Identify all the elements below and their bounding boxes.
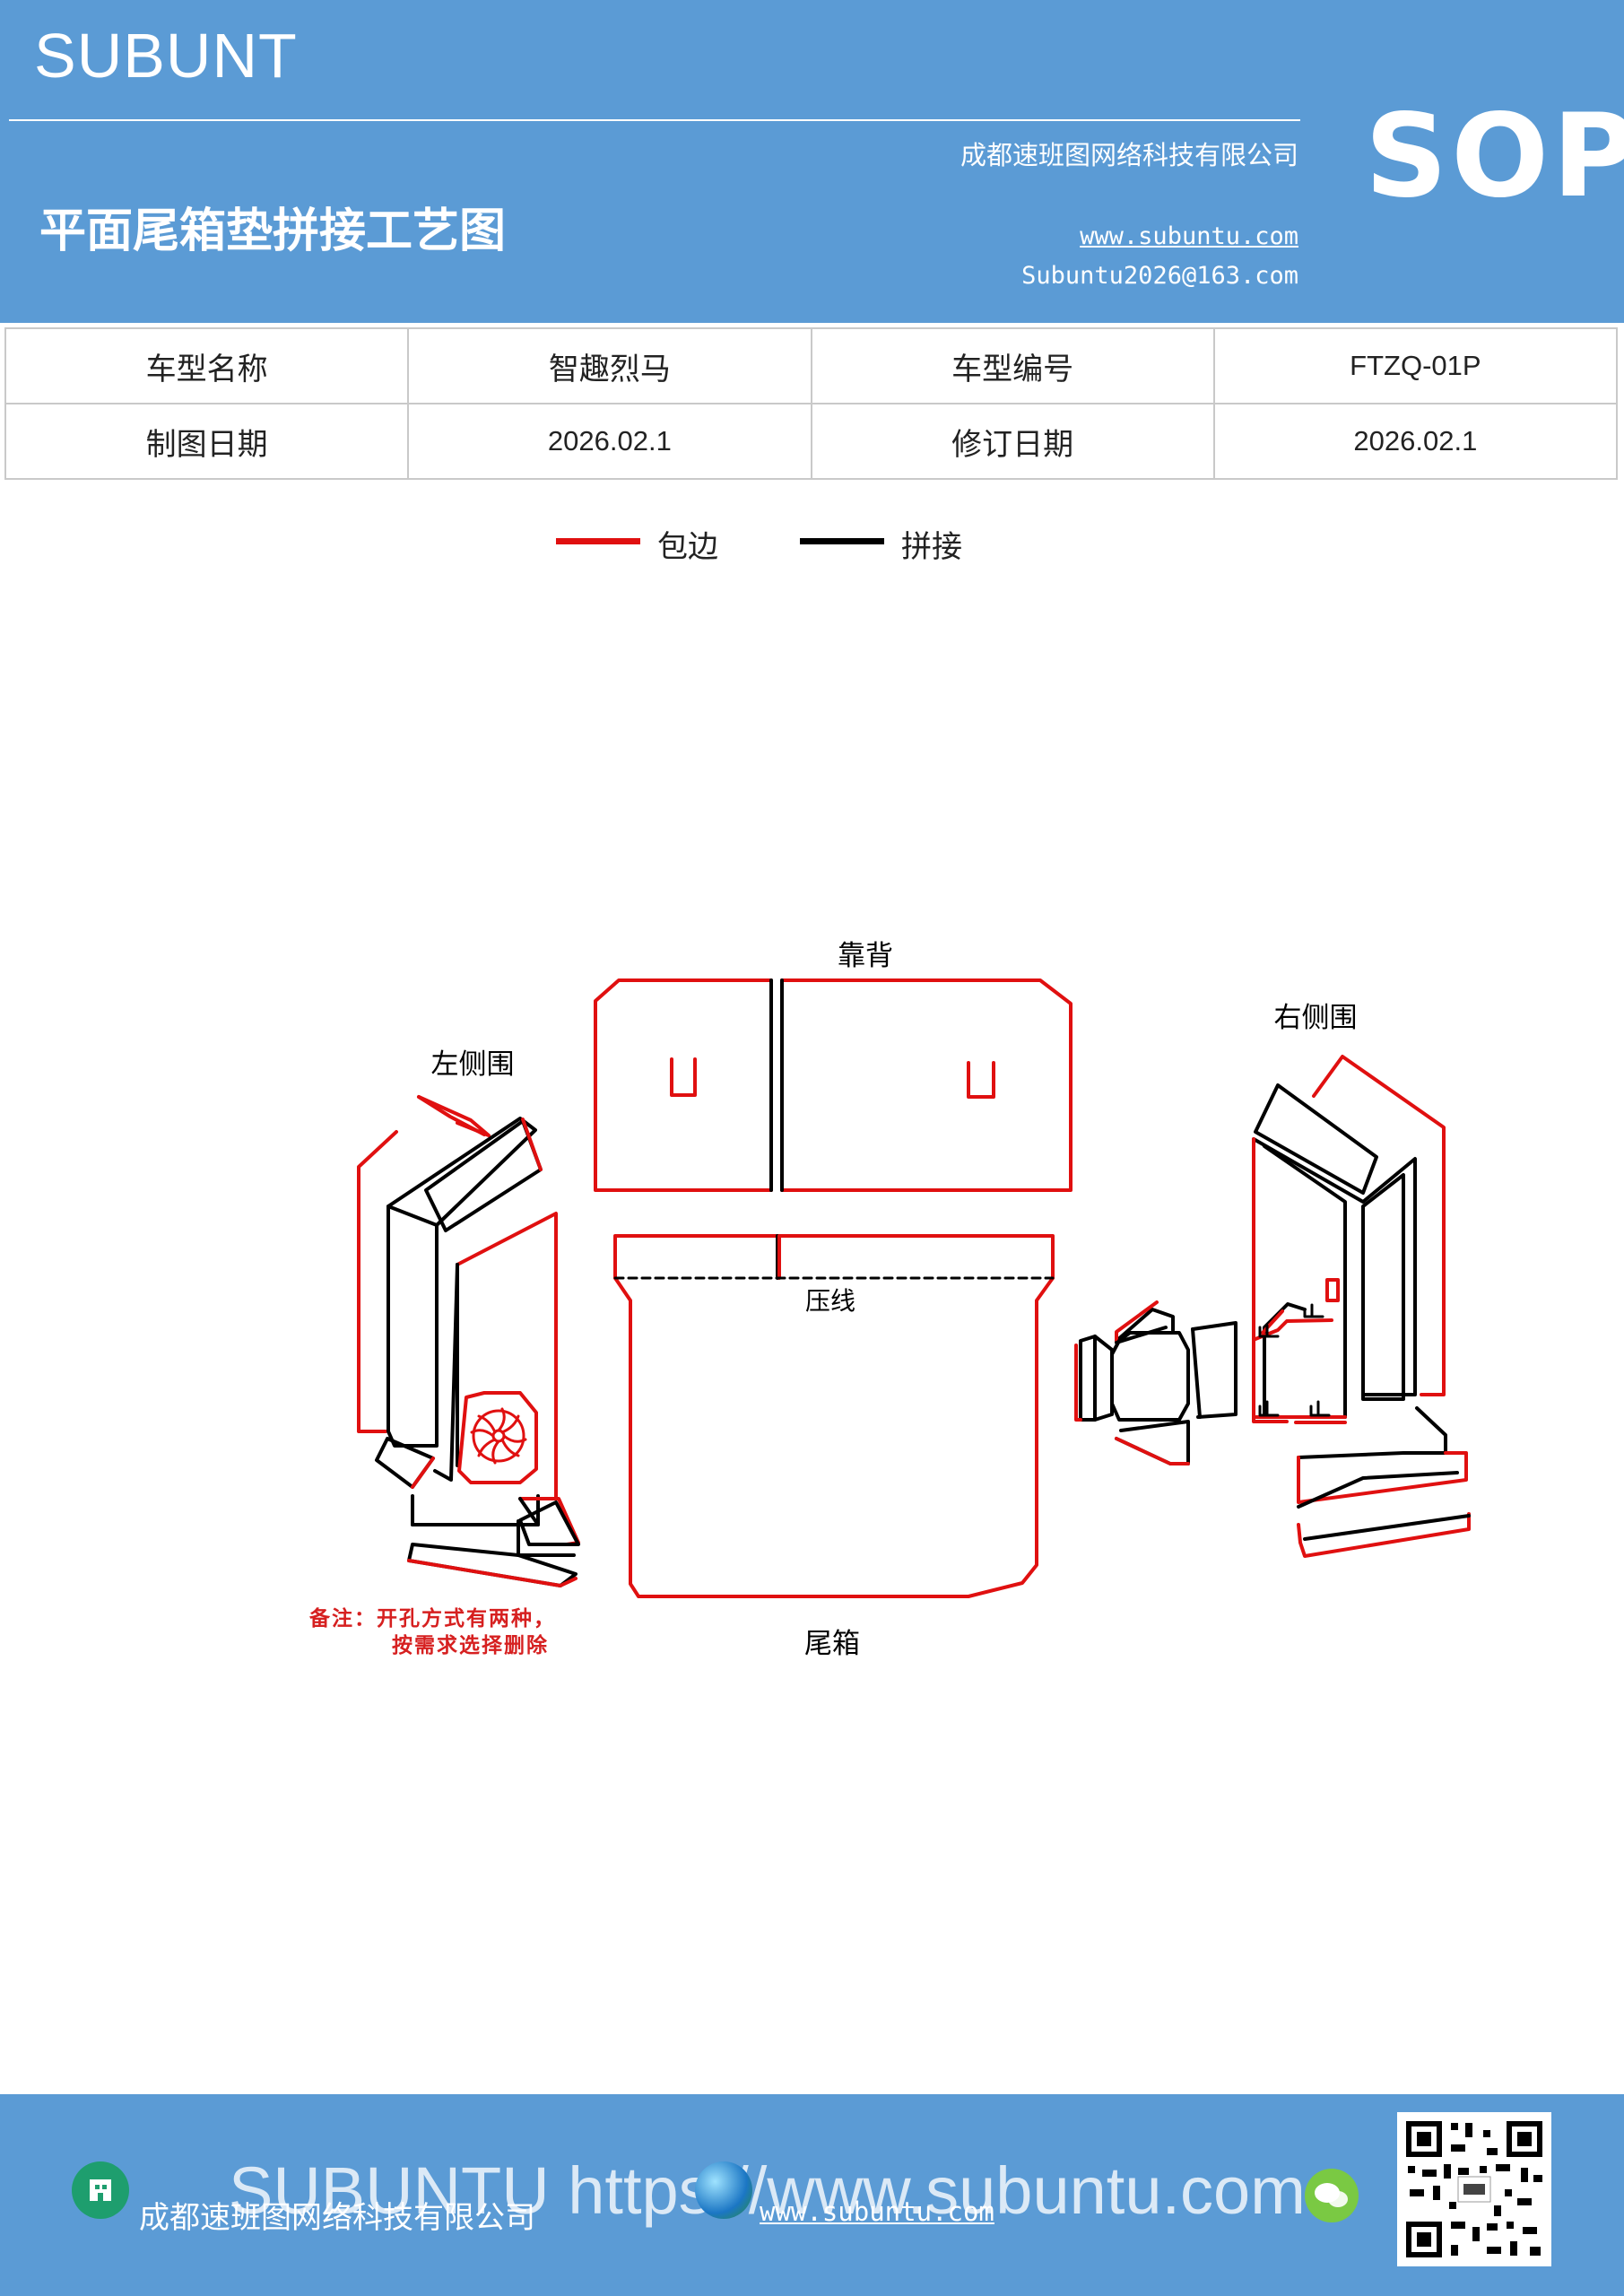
left-side-panel xyxy=(357,1095,580,1587)
note-line-1: 备注：开孔方式有两种， xyxy=(309,1607,556,1631)
table-row: 车型名称 智趣烈马 车型编号 FTZQ-01P xyxy=(4,327,1619,404)
label-right-side: 右侧围 xyxy=(1274,1002,1358,1034)
table-cell-value: 2026.02.1 xyxy=(1212,403,1619,480)
label-press-line: 压线 xyxy=(805,1286,855,1316)
qr-code xyxy=(1397,2112,1551,2266)
globe-icon xyxy=(695,2161,752,2219)
label-left-side: 左侧围 xyxy=(431,1048,515,1081)
website-link[interactable]: www.subuntu.com xyxy=(1080,222,1298,250)
mount-marks xyxy=(1258,1303,1331,1417)
footer-watermark-text: SUBUNTU https://www.subuntu.com xyxy=(229,2153,1306,2228)
table-cell-label: 车型编号 xyxy=(810,327,1215,404)
table-cell-label: 修订日期 xyxy=(810,403,1215,480)
table-cell-label: 制图日期 xyxy=(4,403,410,480)
table-cell-value: 智趣烈马 xyxy=(407,327,812,404)
table-row: 制图日期 2026.02.1 修订日期 2026.02.1 xyxy=(4,403,1619,480)
label-backrest: 靠背 xyxy=(838,940,893,972)
header-banner: SUBUNT SOP 成都速班图网络科技有限公司 www.subuntu.com… xyxy=(0,0,1624,323)
table-cell-value: 2026.02.1 xyxy=(407,403,812,480)
small-parts-group xyxy=(1074,1300,1238,1465)
document-title: 平面尾箱垫拼接工艺图 xyxy=(39,204,507,258)
trunk-panel xyxy=(613,1234,1055,1598)
hole-option-note: 备注：开孔方式有两种， 按需求选择删除 xyxy=(309,1605,556,1659)
wechat-icon xyxy=(1305,2169,1359,2222)
footer-website-link[interactable]: www.subuntu.com xyxy=(760,2196,994,2227)
email-address: Subuntu2026@163.com xyxy=(1021,262,1298,290)
brand-name: SUBUNT xyxy=(34,21,298,91)
vent-hole-icon xyxy=(470,1407,527,1465)
company-name: 成都速班图网络科技有限公司 xyxy=(960,140,1298,170)
legend-label-seam: 拼接 xyxy=(901,529,962,565)
footer-company-name: 成都速班图网络科技有限公司 xyxy=(139,2200,535,2236)
line-legend: 包边 拼接 xyxy=(0,529,1624,574)
legend-swatch-black xyxy=(800,538,884,544)
footer-banner: SUBUNTU https://www.subuntu.com 成都速班图网络科… xyxy=(0,2094,1624,2296)
table-cell-value: FTZQ-01P xyxy=(1212,327,1619,404)
header-divider xyxy=(9,119,1300,121)
note-line-2: 按需求选择删除 xyxy=(392,1634,549,1657)
legend-label-edge: 包边 xyxy=(657,529,718,565)
right-side-panel xyxy=(1252,1055,1471,1558)
backrest-panel xyxy=(594,978,1073,1192)
label-trunk: 尾箱 xyxy=(804,1628,860,1660)
vehicle-info-table: 车型名称 智趣烈马 车型编号 FTZQ-01P 制图日期 2026.02.1 修… xyxy=(4,327,1619,480)
table-cell-label: 车型名称 xyxy=(4,327,410,404)
sop-mark: SOP xyxy=(1365,90,1624,223)
legend-swatch-red xyxy=(556,538,640,544)
company-building-icon xyxy=(72,2161,129,2219)
